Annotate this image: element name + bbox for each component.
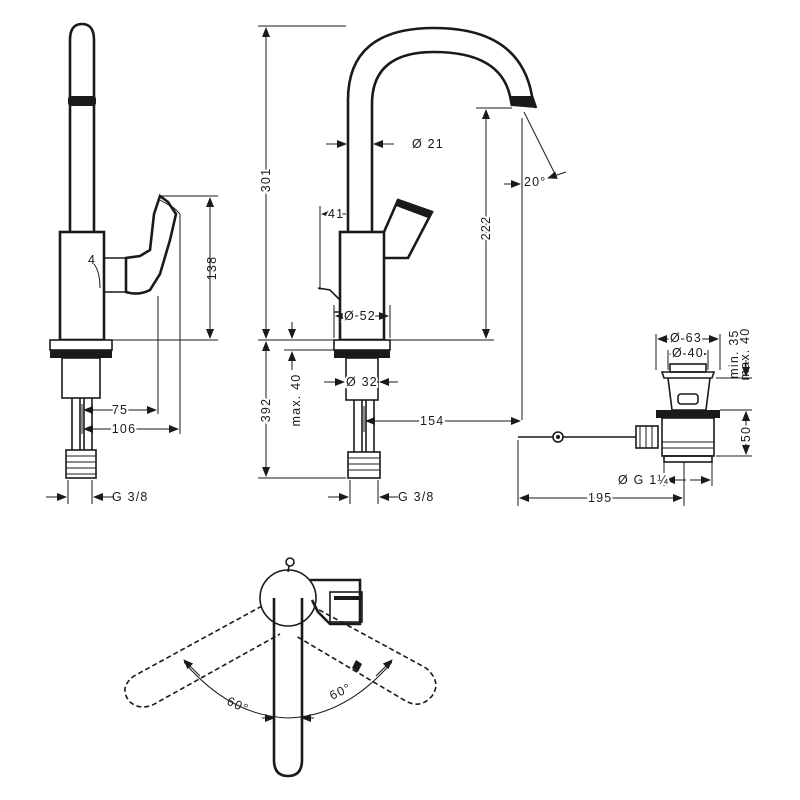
side-aerator <box>68 96 96 106</box>
top-spout-rotated-right <box>295 605 437 705</box>
front-base-seal <box>334 350 390 358</box>
dim-41-label: 41 <box>328 207 344 221</box>
side-dimensions: 138 75 106 G 3/8 <box>46 195 219 504</box>
waste-slot <box>677 393 699 405</box>
side-hoses <box>71 398 93 450</box>
dim-max40-label: max. 40 <box>289 374 303 427</box>
front-view <box>317 26 538 479</box>
top-rotation-arc <box>183 661 393 719</box>
front-base-ring <box>333 339 391 351</box>
dim-392-label: 392 <box>259 398 273 422</box>
top-lever <box>310 578 362 626</box>
waste-seal <box>656 410 720 418</box>
front-spout-outer <box>346 26 538 232</box>
front-aerator <box>510 96 536 108</box>
dim-max40-waste-label: max. 40 <box>738 328 752 381</box>
dim-50-label: 50 <box>739 426 753 442</box>
dim-g114-label: Ø G 1¼ <box>618 473 669 487</box>
dim-106-label: 106 <box>112 422 136 436</box>
dim-angle20-label: 20° <box>524 175 547 189</box>
waste-rod-housing <box>635 425 659 449</box>
side-marker-text: 4 <box>88 253 96 267</box>
top-lever-inner <box>329 591 363 623</box>
side-hose-nut <box>65 449 97 479</box>
front-body <box>338 230 386 342</box>
top-view: 60° 60° <box>124 557 437 778</box>
top-spout-rotated-left <box>124 605 281 708</box>
front-spout-inner <box>370 50 514 232</box>
waste-plug-cap <box>669 363 707 373</box>
front-hose-nut <box>347 451 381 479</box>
front-pop-up-rod <box>317 287 341 313</box>
top-spout-center <box>272 598 304 778</box>
front-nut-thread <box>348 457 380 471</box>
dim-222-label: 222 <box>479 216 493 240</box>
side-spout <box>68 22 96 232</box>
top-angle-left-label: 60° <box>225 694 251 716</box>
side-base-seal <box>50 350 112 358</box>
waste-dimensions: Ø 63 Ø 40 min. 35 max. 40 50 Ø G 1¼ 195 <box>517 328 755 507</box>
dim-75-label: 75 <box>112 403 128 417</box>
side-base-ring <box>49 339 113 351</box>
side-nut-thread <box>66 455 96 475</box>
dim-154-label: 154 <box>420 414 444 428</box>
dim-d52-label: Ø 52 <box>344 309 376 323</box>
dim-138-label: 138 <box>205 256 219 280</box>
dim-195-label: 195 <box>588 491 612 505</box>
waste-body-lower <box>661 417 715 457</box>
waste-plug-top <box>660 371 716 379</box>
dim-d21-label: Ø 21 <box>412 137 444 151</box>
side-lever-joint <box>104 257 126 293</box>
side-view: 4 <box>49 22 181 479</box>
dim-301-label: 301 <box>259 168 273 192</box>
dim-d40-label: Ø 40 <box>672 346 704 360</box>
front-hoses <box>353 400 375 452</box>
dim-min35-label: min. 35 <box>727 329 741 378</box>
side-lever <box>124 193 178 295</box>
top-lever-tab <box>352 660 362 672</box>
dim-d63-label: Ø 63 <box>670 331 702 345</box>
side-lever-tip <box>159 199 181 215</box>
waste-view <box>518 363 720 463</box>
front-lever-top <box>396 200 432 218</box>
top-body <box>259 569 317 627</box>
side-body <box>58 230 106 342</box>
front-dimensions: 301 392 max. 40 Ø 21 41 222 20° Ø 52 <box>257 25 567 504</box>
dim-g38-left-label: G 3/8 <box>112 490 149 504</box>
side-arc <box>93 263 101 289</box>
dim-g38-mid-label: G 3/8 <box>398 490 435 504</box>
side-shank <box>61 357 101 399</box>
dim-d32-label: Ø 32 <box>346 375 378 389</box>
waste-thread <box>663 455 713 463</box>
